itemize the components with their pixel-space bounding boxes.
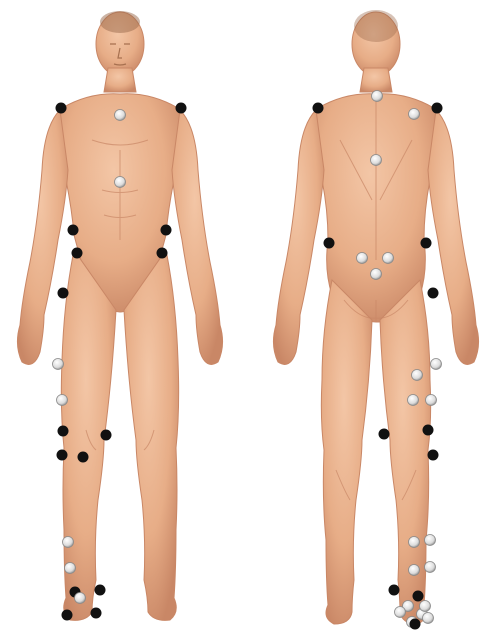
back-black-marker-24	[413, 591, 424, 602]
back-white-marker-5	[371, 155, 382, 166]
back-hair	[354, 10, 398, 42]
front-white-marker-10	[53, 359, 64, 370]
front-black-marker-22	[91, 608, 102, 619]
back-white-marker-19	[425, 535, 436, 546]
back-white-marker-30	[395, 607, 406, 618]
front-white-marker-2	[115, 110, 126, 121]
back-black-marker-17	[423, 425, 434, 436]
front-black-marker-14	[57, 450, 68, 461]
back-black-marker-29	[410, 619, 421, 630]
back-white-marker-3	[409, 109, 420, 120]
back-left-arm	[273, 110, 324, 364]
back-black-marker-6	[324, 238, 335, 249]
back-black-marker-7	[421, 238, 432, 249]
front-black-marker-13	[101, 430, 112, 441]
back-black-marker-18	[428, 450, 439, 461]
back-white-marker-22	[409, 565, 420, 576]
front-body	[17, 12, 222, 620]
back-right-leg	[380, 280, 431, 624]
back-white-marker-10	[371, 269, 382, 280]
back-black-marker-11	[428, 288, 439, 299]
back-white-marker-8	[357, 253, 368, 264]
back-black-marker-4	[432, 103, 443, 114]
back-white-marker-1	[372, 91, 383, 102]
front-black-marker-5	[68, 225, 79, 236]
back-white-marker-28	[423, 613, 434, 624]
front-black-marker-8	[157, 248, 168, 259]
front-white-marker-11	[57, 395, 68, 406]
front-black-marker-3	[176, 103, 187, 114]
front-hair	[100, 11, 140, 33]
back-white-marker-31	[420, 601, 431, 612]
back-black-marker-2	[313, 103, 324, 114]
back-black-marker-23	[389, 585, 400, 596]
front-black-marker-12	[58, 426, 69, 437]
front-neck	[104, 68, 136, 92]
back-white-marker-20	[409, 537, 420, 548]
back-view	[273, 10, 478, 630]
front-right-arm	[17, 110, 68, 364]
front-white-marker-16	[63, 537, 74, 548]
back-white-marker-13	[412, 370, 423, 381]
back-white-marker-14	[408, 395, 419, 406]
front-left-leg	[124, 250, 179, 620]
front-white-marker-4	[115, 177, 126, 188]
front-black-marker-7	[72, 248, 83, 259]
front-white-marker-17	[65, 563, 76, 574]
front-black-marker-15	[78, 452, 89, 463]
front-black-marker-9	[58, 288, 69, 299]
back-left-leg	[321, 280, 372, 624]
front-black-marker-20	[62, 610, 73, 621]
front-black-marker-6	[161, 225, 172, 236]
front-view	[17, 11, 222, 621]
back-right-arm	[428, 110, 479, 364]
front-black-marker-18	[95, 585, 106, 596]
front-left-arm	[172, 110, 223, 364]
back-white-marker-9	[383, 253, 394, 264]
front-black-marker-1	[56, 103, 67, 114]
back-white-marker-15	[426, 395, 437, 406]
front-white-marker-21	[75, 593, 86, 604]
back-black-marker-16	[379, 429, 390, 440]
back-white-marker-12	[431, 359, 442, 370]
back-neck	[360, 68, 392, 92]
back-white-marker-21	[425, 562, 436, 573]
